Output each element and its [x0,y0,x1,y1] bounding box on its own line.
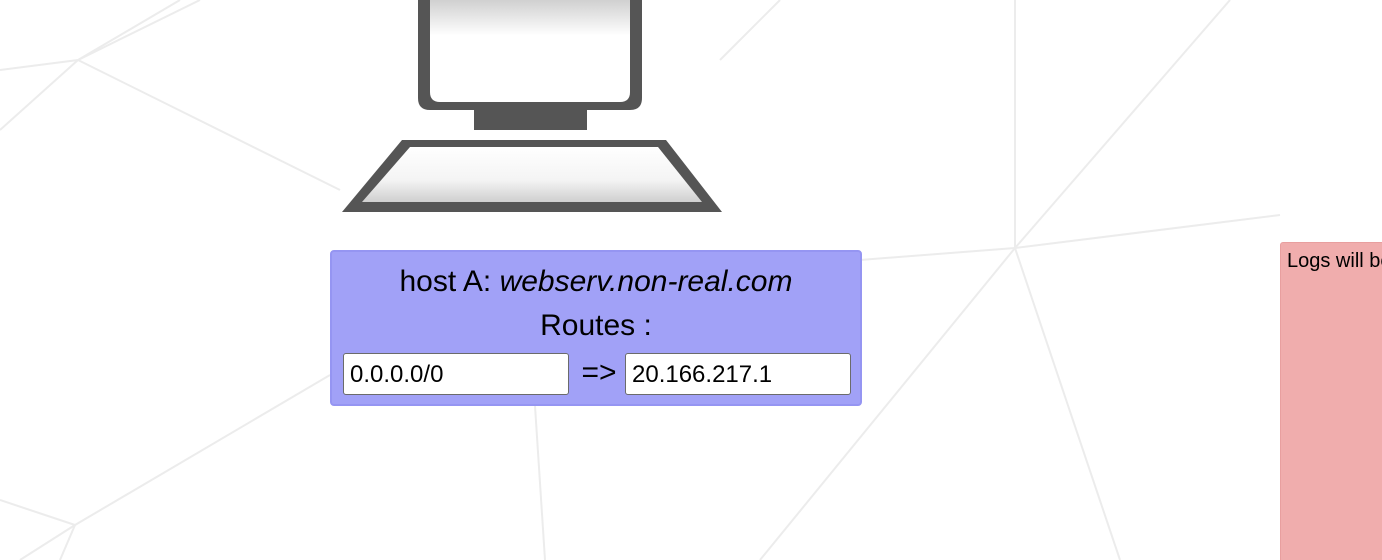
desktop-computer-icon [342,0,722,212]
route-destination-input[interactable] [343,353,569,395]
route-gateway-input[interactable] [625,353,851,395]
route-arrow: => [581,356,617,389]
routes-label: Routes : [540,309,652,342]
logs-panel[interactable]: Logs will be [1280,242,1382,560]
route-row: => [343,353,853,397]
host-title: host A: webserv.non-real.com [332,264,860,300]
host-panel: host A: webserv.non-real.com Routes : => [330,250,862,406]
host-name: webserv.non-real.com [499,265,793,298]
logs-placeholder-text: Logs will be [1287,250,1382,272]
host-title-prefix: host A: [399,265,500,298]
